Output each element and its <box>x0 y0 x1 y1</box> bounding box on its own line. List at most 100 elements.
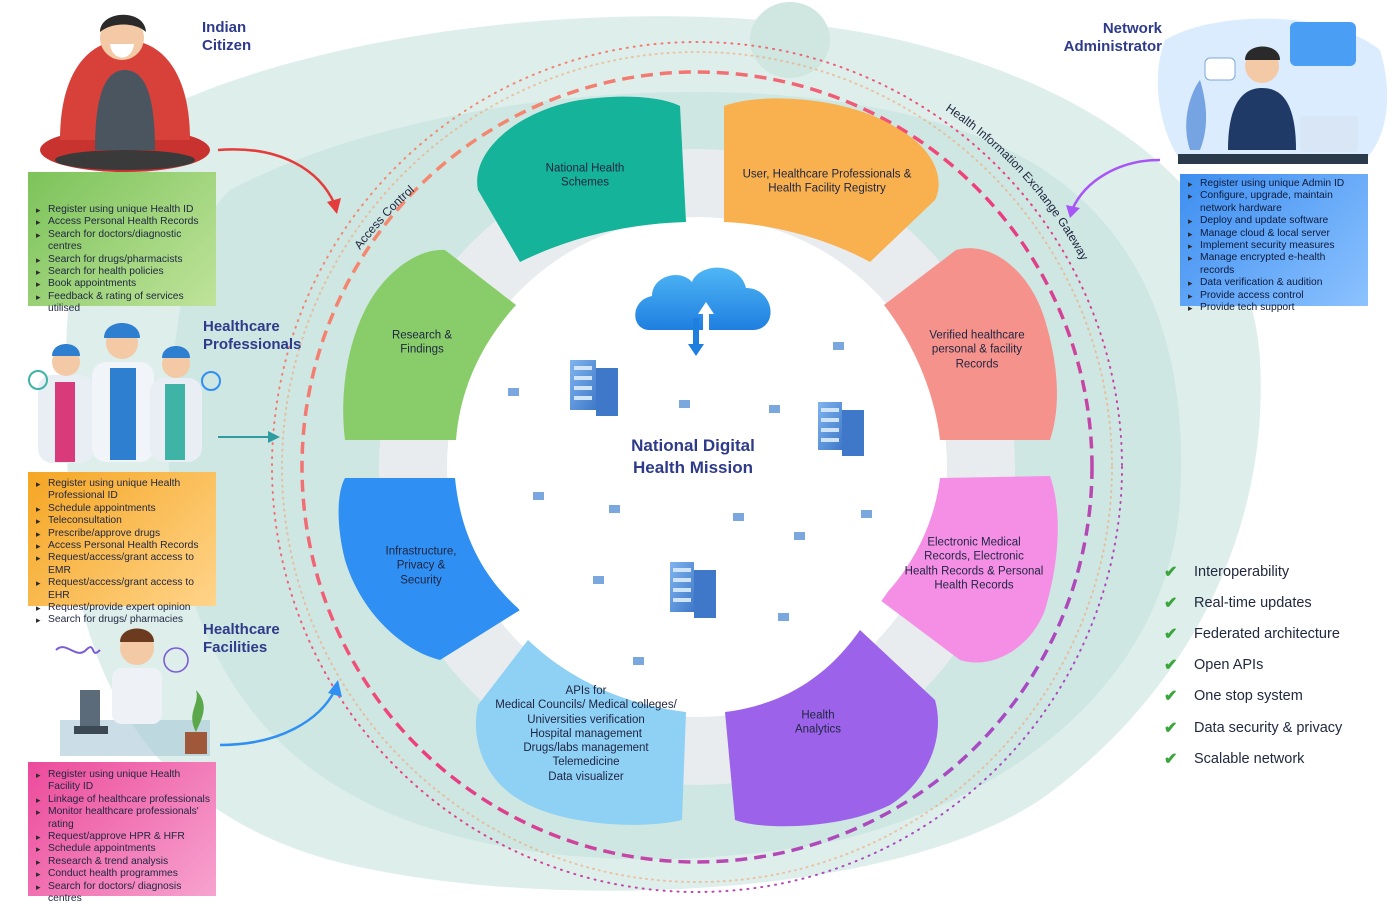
feature-item: ✔Data security & privacy <box>1162 712 1392 743</box>
segment-electronic-records <box>880 476 1058 663</box>
professionals-panel: Register using unique Health Professiona… <box>28 472 216 627</box>
citizen-title-line1: Indian <box>202 19 247 36</box>
background-blob-top <box>750 2 830 78</box>
segment-label-line: Verified healthcare <box>929 329 1025 342</box>
citizen-arrow <box>217 148 337 206</box>
list-item: Implement security measures <box>1188 240 1362 253</box>
segment-label-research: Research & Findings <box>392 329 452 358</box>
segment-label-line: Privacy & <box>396 559 446 572</box>
list-item: Request/provide expert opinion <box>36 602 210 615</box>
list-item: Monitor healthcare professionals' rating <box>36 806 210 831</box>
citizen-title-line2: Citizen <box>202 37 252 54</box>
feature-item: ✔ Federated architecture <box>1162 618 1392 649</box>
list-item: Access Personal Health Records <box>36 216 210 229</box>
citizen-title: Indian Citizen <box>202 19 251 55</box>
checkmark-icon: ✔ <box>1164 594 1178 612</box>
list-item: Deploy and update software <box>1188 215 1362 228</box>
professionals-title-line1: Healthcare <box>203 318 280 335</box>
professionals-title: Healthcare Professionals <box>203 318 301 354</box>
segment-label-line: User, Healthcare Professionals & <box>742 168 912 181</box>
cloud-upload-icon <box>635 267 771 356</box>
center-title-line2: Health Mission <box>633 458 753 477</box>
administrator-arrow <box>1070 158 1161 211</box>
checkmark-icon: ✔ <box>1164 750 1178 768</box>
list-item: Search for drugs/ pharmacies <box>36 614 210 627</box>
checkmark-icon: ✔ <box>1164 657 1178 675</box>
segment-registry <box>724 98 939 262</box>
segment-label-line: Records, Electronic <box>924 550 1024 563</box>
checkmark-icon: ✔ <box>1164 563 1178 581</box>
server-rack-icon <box>570 360 618 416</box>
list-item: Search for doctors/diagnostic centres <box>36 229 210 254</box>
segment-research <box>343 249 516 440</box>
list-item: Search for drugs/pharmacists <box>36 254 210 267</box>
segment-label-line: Security <box>400 574 442 587</box>
professionals-list: Register using unique Health Professiona… <box>36 478 210 627</box>
feature-label: Data security & privacy <box>1194 719 1343 736</box>
list-item: Data verification & audition <box>1188 277 1362 290</box>
list-item: Teleconsultation <box>36 515 210 528</box>
checkmark-icon: ✔ <box>1164 625 1178 643</box>
feature-item: ✔Interoperability <box>1162 556 1392 587</box>
lab-scientist-illustration <box>55 628 210 756</box>
list-item: Prescribe/approve drugs <box>36 528 210 541</box>
facilities-title-line2: Facilities <box>203 639 268 656</box>
list-item: Research & trend analysis <box>36 856 210 869</box>
segment-label-line: Health <box>801 709 835 722</box>
segment-verified-records <box>884 248 1057 440</box>
segment-label-line: Findings <box>400 344 444 356</box>
list-item: Linkage of healthcare professionals <box>36 794 210 807</box>
list-item: Request/access/grant access to EHR <box>36 577 210 602</box>
list-item: Request/approve HPR & HFR <box>36 831 210 844</box>
list-item: Search for doctors/ diagnosis centres <box>36 881 210 906</box>
list-item: Feedback & rating of services utilised <box>36 291 210 316</box>
list-item: Schedule appointments <box>36 503 210 516</box>
segment-label-line: Medical Councils/ Medical colleges/ <box>495 699 677 712</box>
list-item: Register using unique Health Facility ID <box>36 769 210 794</box>
list-item: Register using unique Health Professiona… <box>36 478 210 503</box>
segment-label-line: personal & facility <box>931 343 1023 356</box>
segment-label-line: Hospital management <box>530 727 642 740</box>
segment-label-line: Analytics <box>794 724 842 736</box>
segment-label-line: Infrastructure, <box>385 545 457 558</box>
segment-label-line: Health Facility Registry <box>768 183 886 195</box>
network-node-icon <box>508 342 872 665</box>
server-rack-icon <box>818 402 864 456</box>
segment-label-line: Research & <box>391 329 453 342</box>
feature-item: ✔One stop system <box>1162 681 1392 712</box>
list-item: Provide tech support <box>1188 302 1362 315</box>
list-item: Book appointments <box>36 278 210 291</box>
facilities-title: Healthcare Facilities <box>203 621 280 657</box>
facilities-panel: Register using unique Health Facility ID… <box>28 762 216 904</box>
segment-label-line: Drugs/labs management <box>523 742 649 755</box>
list-item: Manage encrypted e-health records <box>1188 252 1362 277</box>
segment-label-line: Data visualizer <box>548 770 624 783</box>
segment-label-registry: User, Healthcare Professionals & Health F… <box>743 168 912 197</box>
list-item: Register using unique Admin ID <box>1188 178 1362 191</box>
list-item: Provide access control <box>1188 290 1362 303</box>
segments <box>338 96 1058 827</box>
segment-label-line: Schemes <box>561 177 609 189</box>
administrator-panel: Register using unique Admin IDConfigure,… <box>1180 174 1368 315</box>
feature-label: Scalable network <box>1194 750 1305 767</box>
administrator-title: Network Administrator <box>1062 20 1162 56</box>
feature-label: One stop system <box>1194 688 1303 705</box>
center-title-line1: National Digital <box>631 436 755 455</box>
administrator-title-line1: Network <box>1102 20 1162 37</box>
feature-label: Federated architecture <box>1194 625 1340 642</box>
server-rack-icon <box>670 562 716 618</box>
segment-label-line: Health Records & Personal <box>904 565 1044 577</box>
citizen-panel: Register using unique Health IDAccess Pe… <box>28 172 216 314</box>
segment-label-line: Universities verification <box>527 713 645 726</box>
segment-label-line: APIs for <box>565 684 607 697</box>
list-item: Register using unique Health ID <box>36 204 210 217</box>
administrator-list: Register using unique Admin IDConfigure,… <box>1188 178 1362 315</box>
feature-item: ✔ Scalable network <box>1162 743 1392 774</box>
segment-label-line: Records <box>955 358 999 371</box>
feature-list: ✔Interoperability✔Real-time updates✔Fede… <box>1162 556 1392 774</box>
support-agent-illustration <box>1157 18 1388 164</box>
